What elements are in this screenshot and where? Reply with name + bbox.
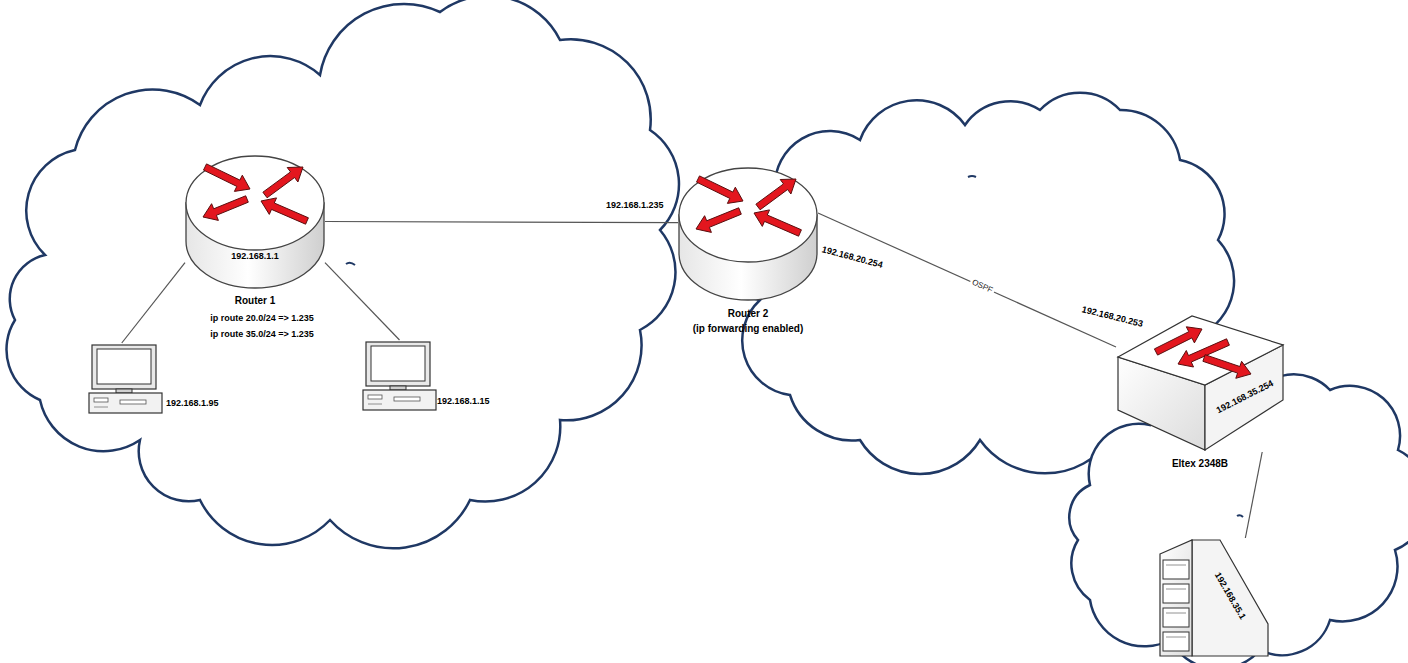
ip-address: 192.168.1.95	[166, 398, 219, 409]
device-name: Router 1	[235, 295, 276, 307]
route-entry: ip route 20.0/24 => 1.235	[210, 313, 314, 324]
server: 192.168.35.1	[1158, 538, 1270, 658]
router-symbol	[678, 165, 818, 302]
network-link	[325, 263, 400, 340]
workstation: 192.168.1.95	[88, 343, 163, 415]
workstation-symbol	[362, 340, 437, 412]
interface-address: 192.168.20.254	[821, 244, 884, 271]
ip-address: 192.168.1.15	[437, 396, 490, 407]
server-symbol	[1158, 538, 1270, 658]
ink-mark	[346, 263, 355, 265]
network-link	[122, 263, 185, 343]
interface-address: 192.168.1.235	[606, 200, 664, 211]
workstation: 192.168.1.15	[362, 340, 437, 412]
workstation-symbol	[88, 343, 163, 415]
network-cloud	[6, 0, 678, 548]
network-link	[818, 213, 1116, 347]
device-note: (ip forwarding enabled)	[693, 323, 804, 335]
network-link	[325, 222, 678, 223]
ink-mark	[968, 176, 976, 177]
route-entry: ip route 35.0/24 => 1.235	[210, 329, 314, 340]
router: 192.168.1.1Router 1ip route 20.0/24 => 1…	[185, 153, 325, 290]
device-name: Eltex 2348B	[1172, 458, 1228, 470]
router-symbol	[185, 153, 325, 290]
interface-address: 192.168.20.253	[1081, 304, 1144, 330]
router: Router 2(ip forwarding enabled)	[678, 165, 818, 302]
switch: 192.168.35.254Eltex 2348B	[1116, 312, 1286, 452]
ip-address: 192.168.1.1	[231, 251, 279, 262]
link-label: OSPF	[968, 277, 995, 296]
device-name: Router 2	[728, 308, 769, 320]
ink-mark	[1237, 515, 1243, 517]
network-link	[1245, 452, 1262, 538]
